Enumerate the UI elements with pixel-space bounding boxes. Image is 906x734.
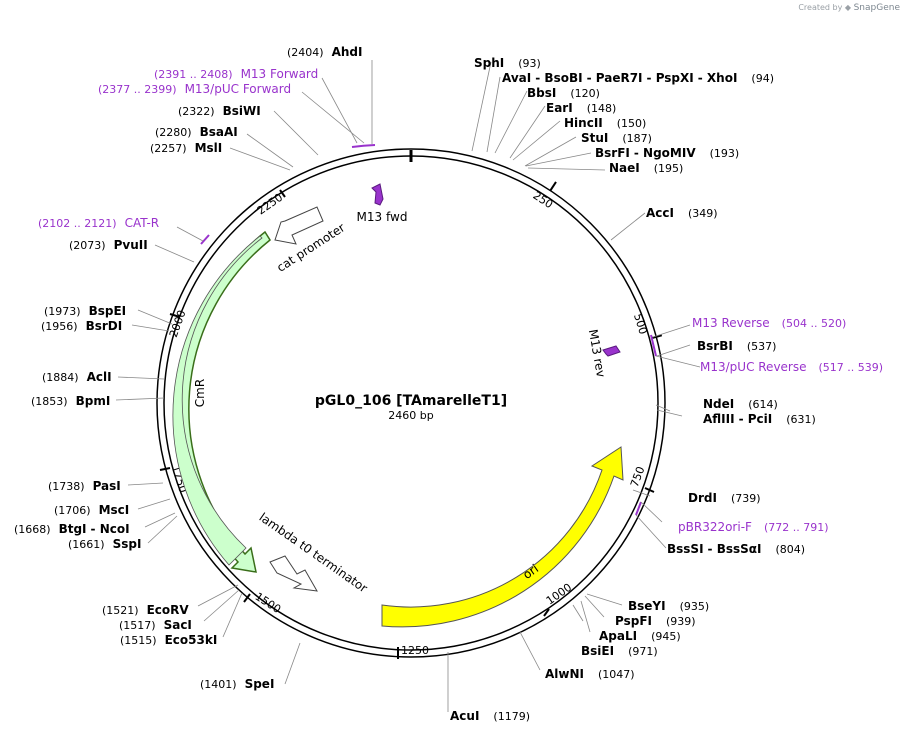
cmr-arrow-fill — [172, 235, 263, 566]
enzyme-bsrbi[interactable]: BsrBI(537) — [697, 339, 776, 353]
primer-arc-m13-rev — [650, 334, 657, 357]
enzyme-bpmi[interactable]: (1853)BpmI — [31, 394, 110, 408]
m13-rev-label: M13 rev — [586, 328, 608, 378]
primer-m13-forward[interactable]: (2391 .. 2408)M13 Forward — [154, 67, 318, 81]
enzyme-hincii[interactable]: HincII(150) — [564, 116, 646, 130]
enzyme-pspfi[interactable]: PspFI(939) — [615, 614, 696, 628]
ori-arrow[interactable] — [381, 446, 624, 628]
enzyme-sphi[interactable]: SphI(93) — [474, 56, 541, 70]
tick-1000: 1000 — [543, 581, 574, 617]
primer-pbr322-ori-f[interactable]: pBR322ori-F(772 .. 791) — [678, 520, 829, 534]
enzyme-drdi[interactable]: DrdI(739) — [688, 491, 761, 505]
enzyme-apali[interactable]: ApaLI(945) — [599, 629, 681, 643]
tick-1500: 1500 — [243, 590, 283, 616]
enzyme-msci[interactable]: (1706)MscI — [54, 503, 129, 517]
primer-m13-reverse[interactable]: M13 Reverse(504 .. 520) — [692, 316, 846, 330]
backbone-outer-circle — [156, 148, 666, 658]
feature-cmr[interactable]: CmR — [172, 230, 271, 573]
enzyme-ecorv[interactable]: (1521)EcoRV — [102, 603, 189, 617]
primer-arc-m13-fwd — [351, 144, 376, 148]
enzyme-bsaai[interactable]: (2280)BsaAI — [155, 125, 238, 139]
enzyme-labels-right: AcuI(1179) AlwNI(1047) BsiEI(971) ApaLI(… — [450, 56, 816, 723]
enzyme-pasi[interactable]: (1738)PasI — [48, 479, 121, 493]
primer-arc-cat-r — [200, 234, 210, 245]
leader-lines — [115, 60, 701, 712]
primer-arc-pbr322-ori-f — [635, 501, 642, 516]
primer-cat-r[interactable]: (2102 .. 2121)CAT-R — [38, 216, 159, 230]
primer-m13-puc-forward[interactable]: (2377 .. 2399)M13/pUC Forward — [98, 82, 291, 96]
svg-text:500: 500 — [631, 312, 650, 336]
cat-promoter-arrow[interactable] — [274, 206, 324, 245]
plasmid-size: 2460 bp — [388, 409, 433, 422]
enzyme-saci[interactable]: (1517)SacI — [119, 618, 192, 632]
primer-m13-puc-reverse[interactable]: M13/pUC Reverse(517 .. 539) — [700, 360, 883, 374]
plasmid-name: pGL0_106 [TAmarelleT1] — [315, 393, 507, 409]
enzyme-alwni[interactable]: AlwNI(1047) — [545, 667, 635, 681]
enzyme-bseyi[interactable]: BseYI(935) — [628, 599, 709, 613]
enzyme-afliii-pcii[interactable]: AflIII- PciI(631) — [703, 412, 816, 426]
snapgene-logo-icon: ◆ — [844, 3, 852, 12]
enzyme-bsiwi[interactable]: (2322)BsiWI — [178, 104, 261, 118]
svg-text:2250: 2250 — [255, 191, 285, 218]
watermark-brand: SnapGene — [853, 3, 900, 13]
enzyme-bsiei[interactable]: BsiEI(971) — [581, 644, 658, 658]
cmr-label: CmR — [193, 379, 207, 407]
enzyme-acci[interactable]: AccI(349) — [646, 206, 718, 220]
enzyme-acli[interactable]: (1884)AclI — [42, 370, 112, 384]
enzyme-bsssi[interactable]: BssSI- BssSαI(804) — [667, 542, 805, 556]
watermark-created-by: Created by — [798, 3, 843, 12]
m13-fwd-arrow[interactable] — [371, 183, 384, 206]
enzyme-sspi[interactable]: (1661)SspI — [68, 537, 141, 551]
tick-500: 500 — [631, 312, 663, 339]
enzyme-ahdi[interactable]: (2404)AhdI — [287, 45, 362, 59]
svg-text:2000: 2000 — [167, 308, 189, 339]
enzyme-msli[interactable]: (2257)MslI — [150, 141, 222, 155]
m13-fwd-label: M13 fwd — [357, 210, 408, 224]
feature-cat-promoter[interactable]: cat promoter — [274, 206, 347, 275]
enzyme-ndei[interactable]: NdeI(614) — [703, 397, 778, 411]
enzyme-spei[interactable]: (1401)SpeI — [200, 677, 274, 691]
svg-text:1250: 1250 — [401, 644, 429, 657]
lambda-terminator-label: lambda t0 terminator — [257, 510, 371, 595]
enzyme-labels-left: (2404)AhdI (2322)BsiWI (2280)BsaAI (2257… — [14, 45, 362, 691]
enzyme-avai-group[interactable]: AvaI- BsoBI- PaeR7I- PspXI- XhoI(94) — [502, 71, 774, 85]
enzyme-eari[interactable]: EarI(148) — [546, 101, 616, 115]
tick-1250: 1250 — [397, 644, 429, 659]
enzyme-naei[interactable]: NaeI(195) — [609, 161, 683, 175]
enzyme-pvuii[interactable]: (2073)PvuII — [69, 238, 148, 252]
enzyme-stui[interactable]: StuI(187) — [581, 131, 652, 145]
enzyme-bsrfi-ngomiv[interactable]: BsrFI- NgoMIV(193) — [595, 146, 739, 160]
enzyme-btgi-ncoi[interactable]: (1668)BtgI- NcoI — [14, 522, 130, 536]
enzyme-bspei[interactable]: (1973)BspEI — [44, 304, 126, 318]
feature-lambda-terminator[interactable]: lambda t0 terminator — [257, 510, 371, 595]
svg-text:1000: 1000 — [544, 581, 574, 608]
m13-rev-arrow[interactable] — [602, 345, 621, 357]
enzyme-bbsi[interactable]: BbsI(120) — [527, 86, 600, 100]
enzyme-bsrdi[interactable]: (1956)BsrDI — [41, 319, 122, 333]
primer-labels: (2391 .. 2408)M13 Forward (2377 .. 2399)… — [38, 67, 883, 534]
feature-m13-rev[interactable]: M13 rev — [586, 328, 621, 378]
lambda-terminator-arrow[interactable] — [269, 555, 318, 592]
tick-2250: 2250 — [255, 189, 286, 218]
feature-m13-fwd[interactable]: M13 fwd — [357, 183, 408, 224]
tick-2000: 2000 — [167, 308, 189, 339]
snapgene-watermark: Created by ◆ SnapGene — [798, 3, 900, 13]
feature-ori[interactable]: ori — [381, 446, 624, 628]
enzyme-acui[interactable]: AcuI(1179) — [450, 709, 530, 723]
enzyme-eco53ki[interactable]: (1515)Eco53kI — [120, 633, 217, 647]
